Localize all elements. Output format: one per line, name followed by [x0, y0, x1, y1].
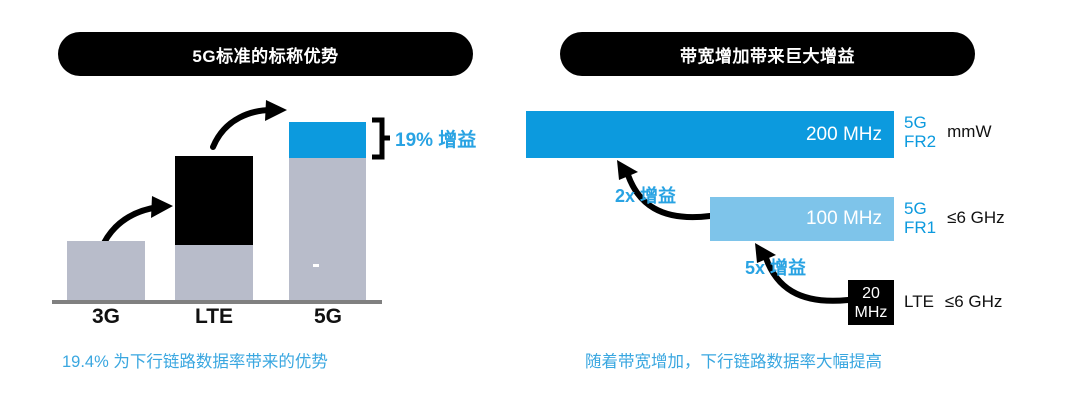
right-chart-arrows	[617, 160, 851, 304]
axis-label-lte: LTE	[194, 305, 234, 328]
right-panel: 带宽增加带来巨大增益 200 MHz 5G FR2 mmW 100 MHz 5G…	[526, 0, 1080, 408]
left-panel-caption: 19.4% 为下行链路数据率带来的优势	[62, 353, 328, 371]
row-label-lte: LTE ≤6 GHz	[904, 292, 1002, 312]
chart-baseline	[52, 300, 382, 304]
bandwidth-bar-20mhz: 20 MHz	[848, 280, 894, 325]
row-freq-lte: ≤6 GHz	[944, 292, 1003, 311]
row-freq-fr2: mmW	[947, 122, 992, 141]
row-freq-fr1: ≤6 GHz	[947, 208, 1005, 227]
bandwidth-value-100mhz: 100 MHz	[805, 208, 882, 229]
row-tech-line1-fr2: 5G	[904, 113, 927, 132]
bandwidth-value-200mhz: 200 MHz	[805, 123, 882, 145]
row-tech-line2-fr2: FR2	[904, 132, 937, 151]
axis-label-5g: 5G	[313, 305, 342, 328]
bar-5g-base	[289, 158, 366, 301]
axis-label-3g: 3G	[91, 305, 120, 328]
bandwidth-bar-100mhz: 100 MHz	[710, 197, 894, 241]
gain-2x-label: 2x 增益	[615, 186, 677, 206]
bar-lte-increment	[175, 156, 253, 245]
bar-lte-base	[175, 245, 253, 301]
right-title-text: 带宽增加带来巨大增益	[680, 46, 855, 66]
right-panel-title: 带宽增加带来巨大增益	[560, 32, 975, 76]
row-label-5g-fr1: 5G FR1 ≤6 GHz	[904, 199, 1005, 237]
gain-19-percent-label: 19% 增益	[395, 130, 477, 151]
left-chart-arrows	[93, 100, 390, 291]
bar-3g-base	[67, 241, 145, 301]
bandwidth-bar-200mhz: 200 MHz	[526, 111, 894, 158]
nominal-advantage-bar-chart: 3G LTE 5G 19% 增益	[0, 0, 540, 340]
left-panel-title: 5G标准的标称优势	[58, 32, 473, 76]
left-title-text: 5G标准的标称优势	[192, 46, 339, 66]
row-tech-line1-fr1: 5G	[904, 199, 927, 218]
left-panel: 5G标准的标称优势 3G LTE 5G 19% 增益 19.4% 为下行链路数据…	[0, 0, 540, 371]
row-tech-lte: LTE	[904, 292, 934, 311]
gain-5x-label: 5x 增益	[745, 258, 807, 278]
right-panel-caption: 随着带宽增加，下行链路数据率大幅提高	[585, 353, 882, 371]
row-tech-5g-fr1: 5G FR1	[904, 199, 936, 237]
row-tech-5g-fr2: 5G FR2	[904, 113, 936, 151]
bar-5g-increment	[289, 122, 366, 158]
row-tech-line2-fr1: FR1	[904, 218, 937, 237]
bandwidth-value-20mhz-line1: 20	[862, 284, 880, 302]
row-label-5g-fr2: 5G FR2 mmW	[904, 113, 992, 151]
bar-5g-marker-dot	[313, 264, 319, 267]
bandwidth-value-20mhz-line2: MHz	[854, 303, 888, 321]
